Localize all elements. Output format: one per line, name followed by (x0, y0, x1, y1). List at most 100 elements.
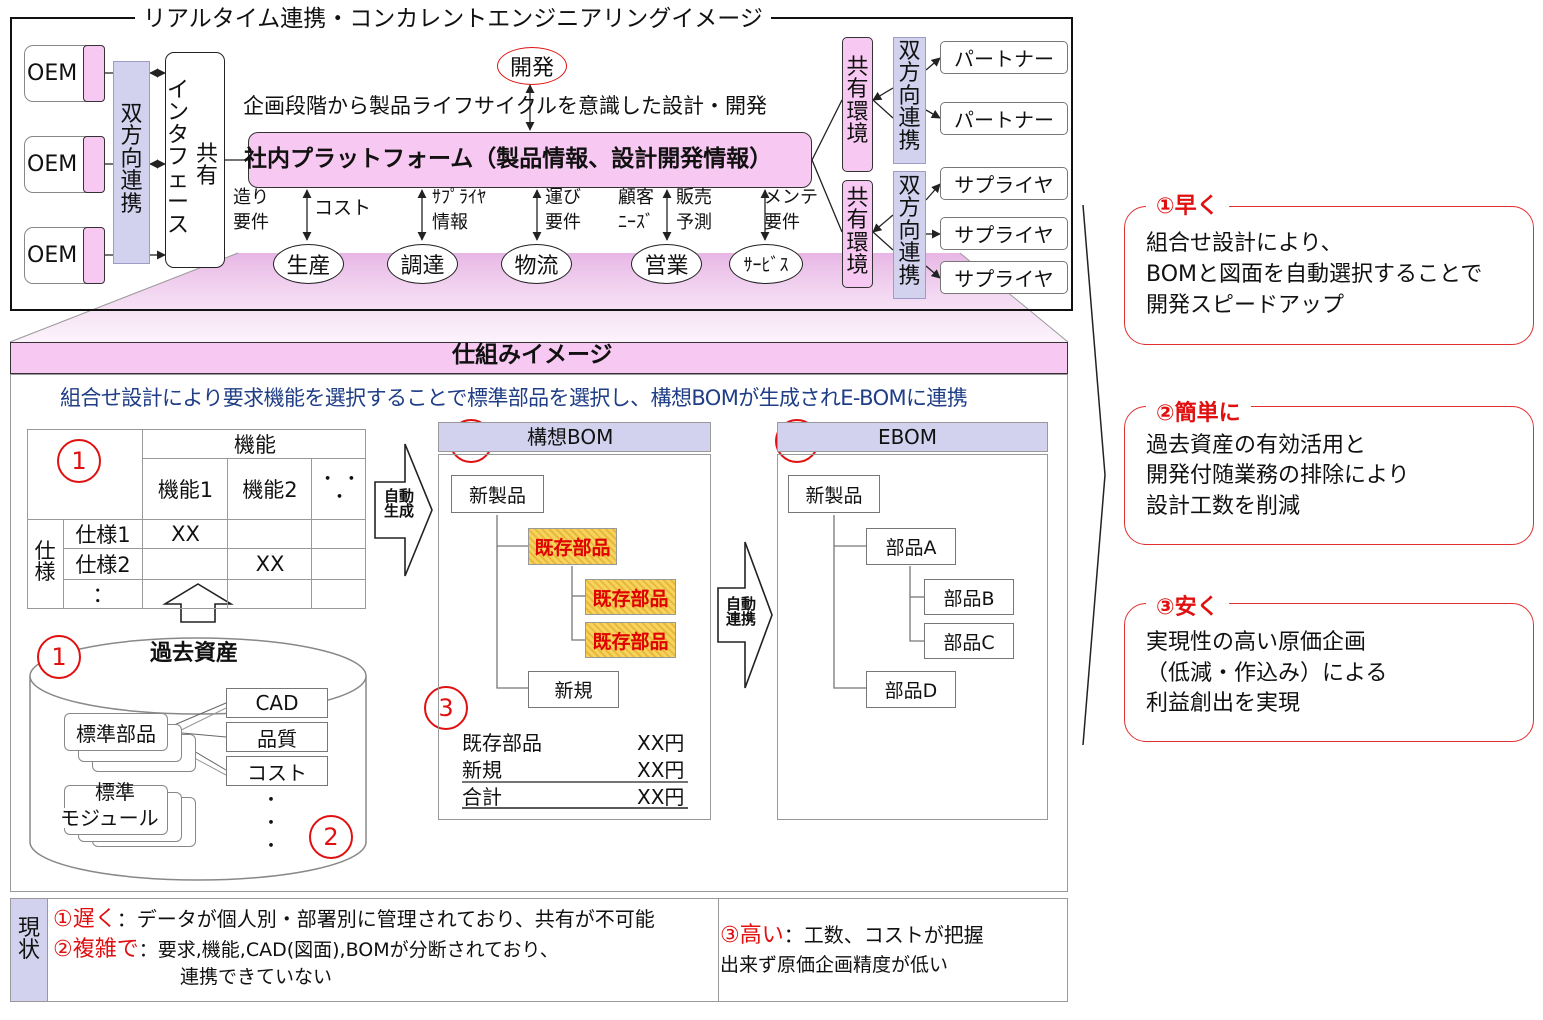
bidirectional-bar-right-2 (893, 171, 926, 299)
marker-3-cost: 3 (424, 686, 468, 730)
partner-box-2: パートナー (940, 102, 1068, 135)
supplier-box-2: サプライヤ (940, 217, 1068, 250)
oem-label-2: OEM (27, 152, 78, 177)
ebom-part-b: 部品B (924, 579, 1014, 615)
benefit-line-3-2: （低減・作込み）による (1146, 661, 1388, 686)
dept-note-4a: 顧客 (618, 187, 654, 208)
current-state-divider (718, 898, 719, 1002)
bidirectional-label-right-1: 双方向連携 (898, 39, 921, 154)
ebom-part-d: 部品D (866, 671, 956, 708)
concept-bom-existing-2: 既存部品 (585, 579, 676, 615)
ebom-root: 新製品 (788, 475, 880, 513)
benefit-line-2-1: 過去資産の有効活用と (1146, 433, 1367, 458)
attr-dots-2: ・ (262, 813, 280, 834)
concept-bom-root: 新製品 (451, 475, 544, 513)
marker-1-assets: 1 (37, 635, 81, 679)
concept-bom-title: 構想BOM (527, 425, 614, 449)
dept-note-3a: 運び (545, 187, 581, 208)
table-cell-xx-1: XX (171, 521, 200, 546)
table-col-2: 機能2 (242, 477, 298, 502)
dept-note-5b: 要件 (764, 212, 800, 233)
current-item-3: ③高い：工数、コストが把握 (720, 923, 984, 948)
mechanism-subtitle: 組合せ設計により要求機能を選択することで標準部品を選択し、構想BOMが生成されE… (60, 386, 968, 410)
table-spec-label: 仕様 (34, 539, 56, 585)
ebom-title: EBOM (878, 425, 938, 449)
concept-bom-new: 新規 (528, 671, 619, 708)
current-item-1: ①遅く：データが個人別・部署別に管理されており、共有が不可能 (53, 907, 655, 932)
concept-bom-panel (438, 454, 711, 820)
table-row-2: 仕様2 (75, 552, 131, 577)
marker-1-table: 1 (57, 439, 101, 483)
platform-label: 社内プラットフォーム（製品情報、設計開発情報） (244, 146, 773, 172)
benefit-line-3-1: 実現性の高い原価企画 (1146, 630, 1367, 655)
current-item-2: ②複雑で：要求,機能,CAD(図面),BOMが分断されており、 (53, 937, 559, 962)
attr-quality: 品質 (226, 722, 328, 752)
benefit-line-2-2: 開発付随業務の排除により (1146, 463, 1410, 488)
current-state-label-box (10, 898, 48, 1002)
table-row-1: 仕様1 (75, 522, 131, 547)
benefit-callout-2 (1124, 406, 1534, 545)
std-parts-box: 標準部品 (64, 713, 168, 751)
dept-note-3b: 要件 (545, 212, 581, 233)
benefit-line-2-3: 設計工数を削減 (1146, 494, 1301, 519)
past-assets-label: 過去資産 (146, 643, 243, 665)
planning-text: 企画段階から製品ライフサイクルを意識した設計・開発 (243, 94, 767, 118)
current-state-label: 現状 (17, 916, 40, 964)
interface-shared-label: 共有 (195, 142, 218, 190)
oem-connector-1 (83, 45, 105, 102)
shared-env-box-1 (842, 37, 873, 172)
bidirectional-bar-right-1 (893, 37, 926, 164)
shared-env-label-1: 共有環境 (846, 55, 869, 148)
auto-generate-label: 自動生成 (383, 487, 414, 521)
attr-dots-3: ・ (262, 836, 280, 857)
attr-cad: CAD (226, 688, 328, 718)
dept-note-4d: 予測 (676, 212, 712, 233)
supplier-box-3: サプライヤ (940, 261, 1068, 294)
partner-box-1: パートナー (940, 41, 1068, 74)
attr-cost: コスト (226, 756, 328, 786)
dept-note-5a: メンテ (764, 187, 818, 208)
current-item-3-cont: 出来ず原価企画精度が低い (720, 954, 949, 976)
benefit-line-1-3: 開発スピードアップ (1146, 293, 1345, 318)
dept-service: ｻｰﾋﾞｽ (729, 244, 803, 284)
cost-note: コスト (314, 197, 372, 219)
auto-link-label: 自動連携 (725, 595, 756, 629)
concept-bom-existing-1: 既存部品 (528, 528, 617, 565)
cost-row-label-1: 既存部品 (462, 731, 542, 755)
benefit-title-3: ③安く (1146, 589, 1229, 621)
marker-2-assets: 2 (309, 815, 353, 859)
cost-row-value-2: XX円 (637, 758, 685, 782)
dept-note-4b: ﾆｰｽﾞ (618, 212, 654, 233)
mechanism-title-bar (10, 342, 1068, 374)
oem-connector-2 (83, 136, 105, 193)
interface-label: インタフェース (166, 78, 189, 238)
benefit-callout-3 (1124, 603, 1534, 742)
mechanism-panel (10, 374, 1068, 892)
cost-row-label-2: 新規 (462, 758, 502, 782)
benefit-line-3-3: 利益創出を実現 (1146, 691, 1301, 716)
benefit-callout-1 (1124, 206, 1534, 345)
concept-bom-header (438, 422, 711, 452)
interface-box (165, 52, 225, 268)
dept-production: 生産 (273, 244, 344, 284)
bidirectional-label-left: 双方向連携 (120, 102, 143, 217)
supplier-box-1: サプライヤ (940, 167, 1068, 200)
dept-note-2a: ｻﾌﾟﾗｲﾔ (432, 187, 486, 208)
platform-box (248, 132, 812, 188)
ebom-panel (777, 454, 1048, 820)
benefit-line-1-1: 組合せ設計により、 (1146, 231, 1343, 256)
shared-env-label-2: 共有環境 (846, 186, 869, 279)
dev-ellipse: 開発 (497, 47, 567, 85)
dept-procurement: 調達 (387, 244, 458, 284)
bidirectional-bar-left (113, 61, 150, 264)
attr-dots-1: ・ (262, 790, 280, 811)
table-header-function: 機能 (234, 432, 276, 457)
dept-note-1b: 要件 (233, 212, 269, 233)
dept-logistics: 物流 (501, 244, 572, 284)
dept-note-4c: 販売 (676, 187, 712, 208)
ebom-part-c: 部品C (924, 623, 1014, 659)
std-module-label-1: 標準 (95, 780, 135, 804)
current-item-2-cont: 連携できていない (180, 966, 333, 988)
table-row-3: ： (92, 583, 114, 607)
benefit-title-2: ②簡単に (1146, 395, 1251, 427)
